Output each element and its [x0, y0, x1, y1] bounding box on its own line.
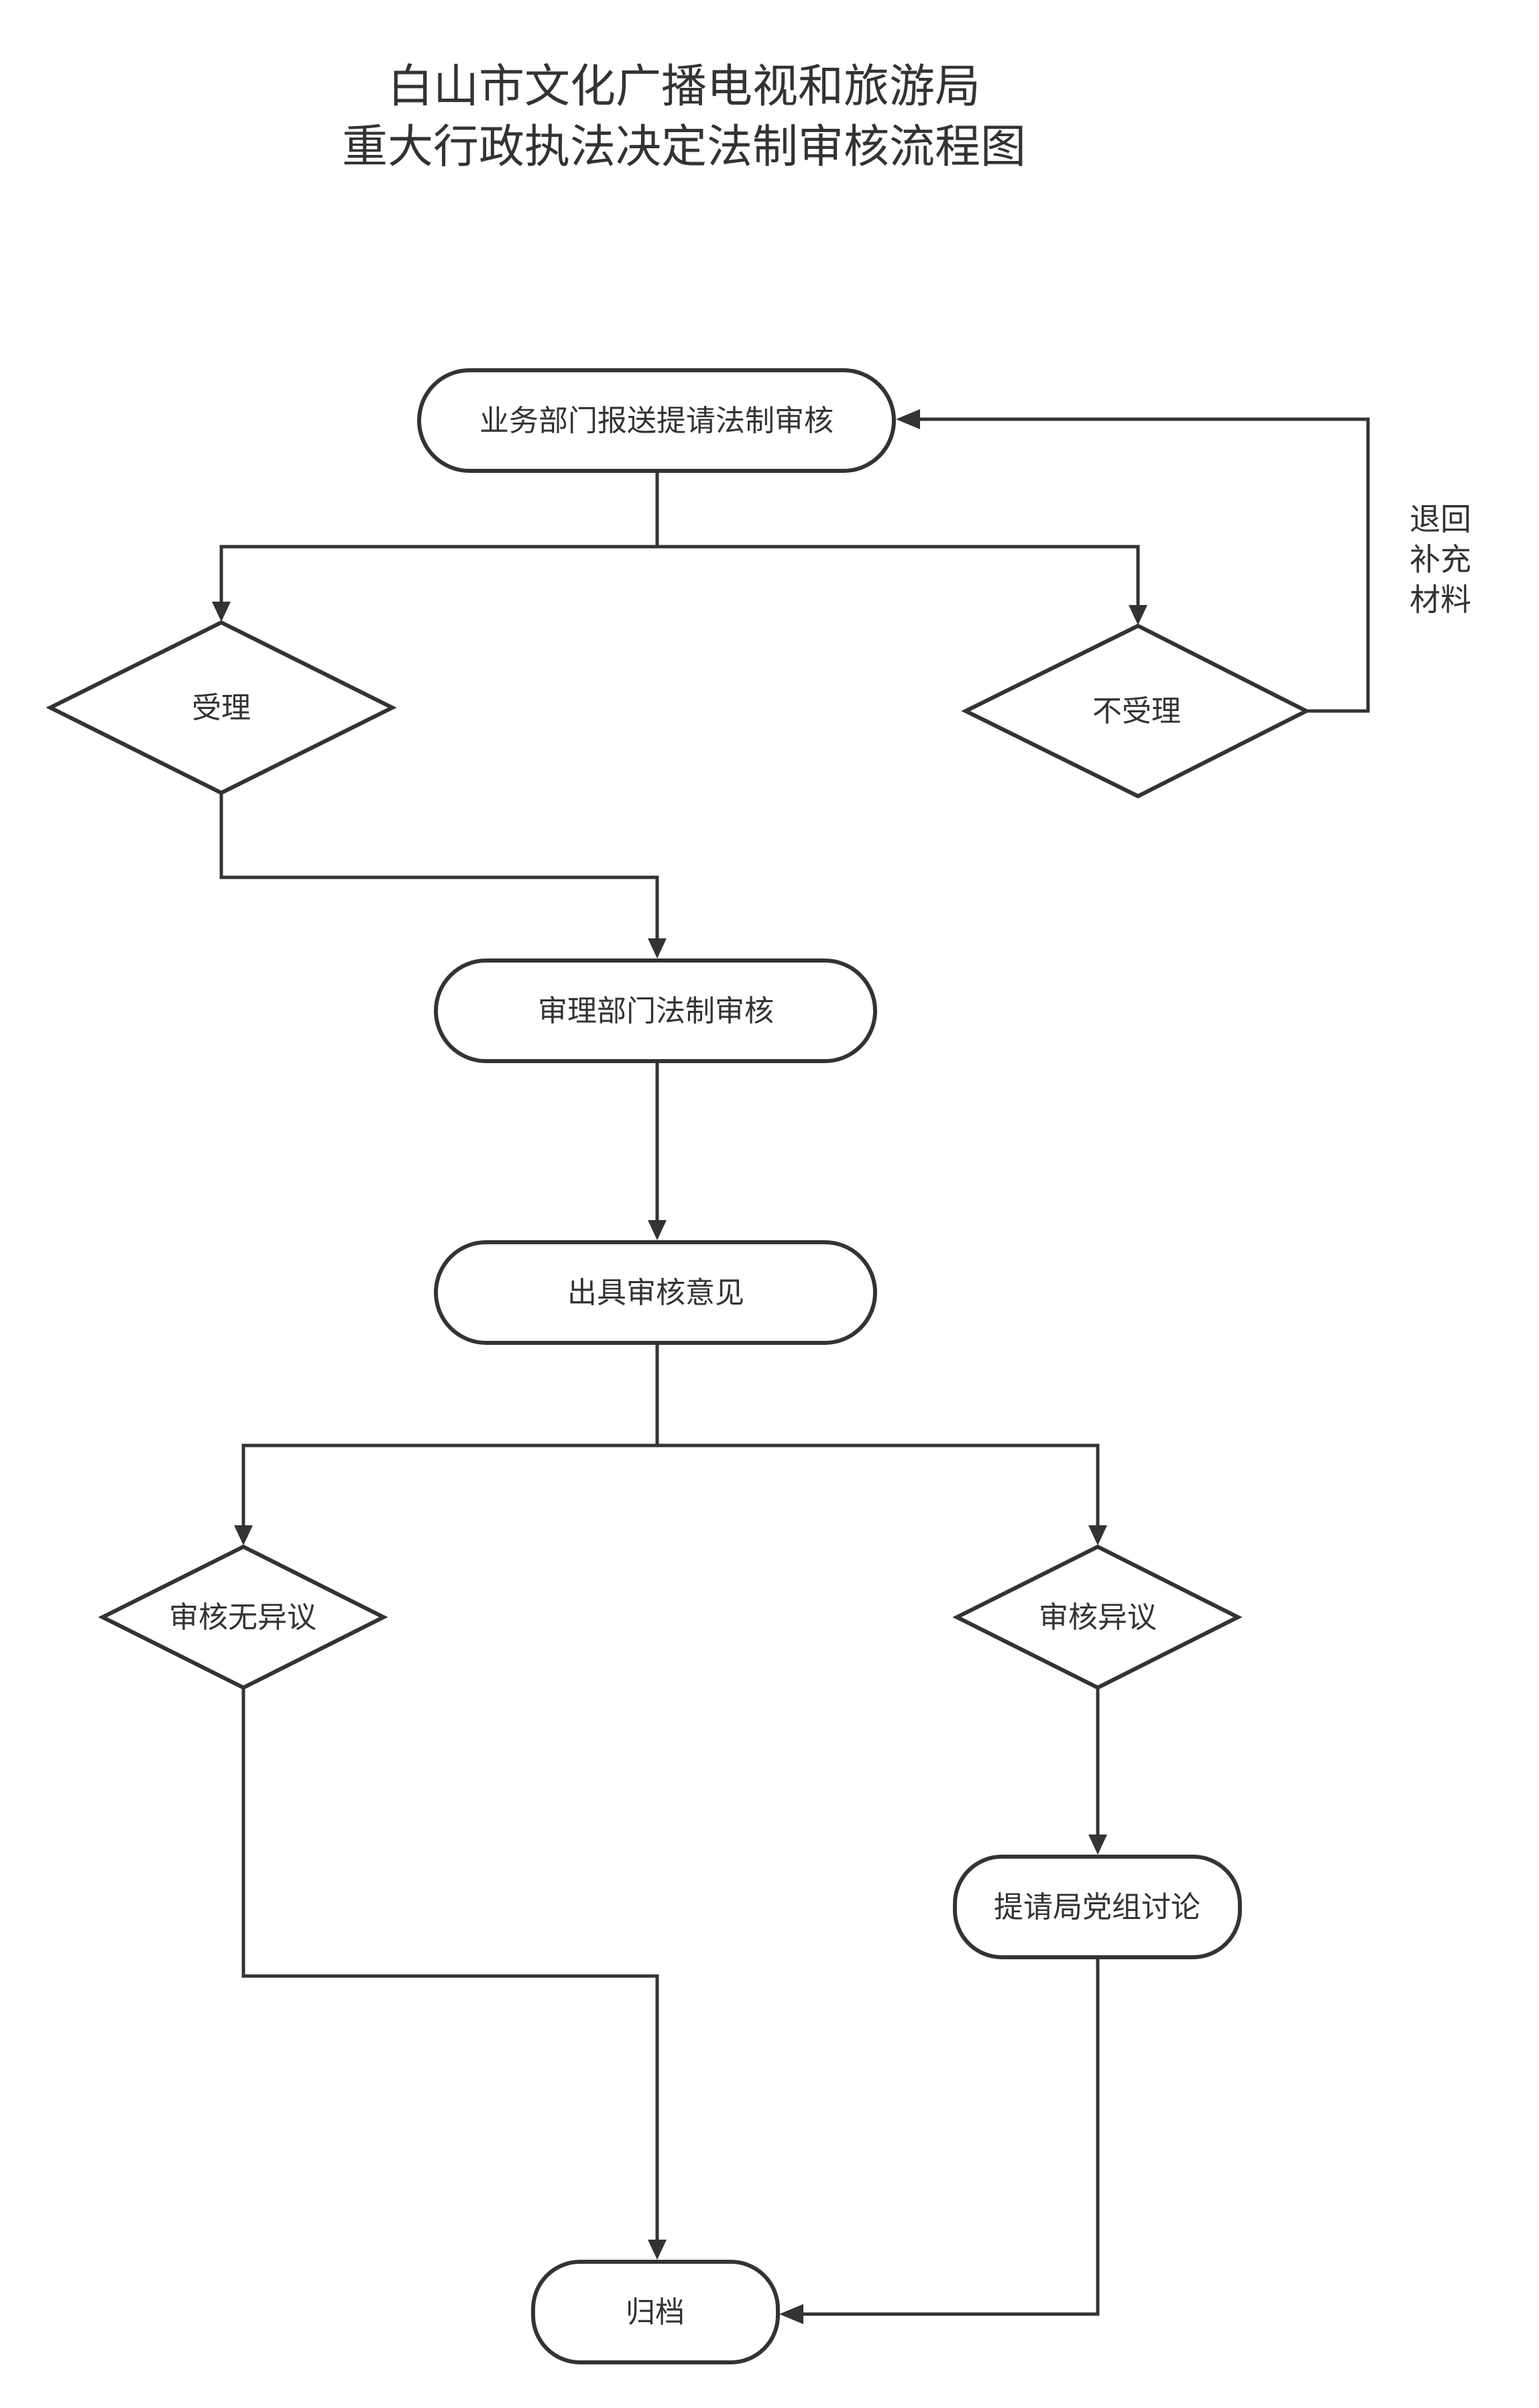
node-reject-shape — [961, 623, 1311, 799]
return-note-line-1: 退回 — [1410, 501, 1471, 537]
node-objection-shape — [952, 1544, 1243, 1690]
node-opinion-shape — [434, 1240, 877, 1345]
arrowhead-archive-right — [779, 2304, 803, 2324]
arrowhead-review — [648, 938, 667, 959]
node-no-objection-label: 审核无异议 — [169, 1600, 317, 1635]
return-note-line-2: 补充 — [1410, 541, 1471, 578]
connector-to-accept — [219, 545, 657, 606]
node-objection: 审核异议 — [952, 1544, 1243, 1690]
node-opinion-label: 出具审核意见 — [567, 1276, 744, 1310]
connector-discuss-archive — [801, 1959, 1100, 2316]
return-note-line-3: 材料 — [1410, 582, 1471, 618]
node-discuss-shape — [953, 1855, 1242, 1959]
node-discuss: 提请局党组讨论 — [953, 1855, 1242, 1959]
arrowhead-opinion — [648, 1220, 667, 1240]
arrowhead-archive-top — [648, 2240, 667, 2260]
connector-to-objection — [657, 1443, 1100, 1529]
arrowhead-accept — [212, 602, 231, 622]
node-submit-label: 业务部门报送提请法制审核 — [479, 404, 834, 438]
node-accept: 受理 — [46, 620, 397, 796]
node-review-shape — [434, 959, 877, 1063]
node-reject-label: 不受理 — [1092, 694, 1181, 728]
node-discuss-label: 提请局党组讨论 — [994, 1890, 1200, 1924]
node-no-objection-shape — [98, 1544, 388, 1690]
connectors — [212, 409, 1370, 2324]
node-submit-shape — [417, 368, 896, 473]
arrowhead-objection — [1088, 1525, 1107, 1545]
node-accept-label: 受理 — [192, 691, 251, 725]
connector-no-objection-archive — [241, 1688, 659, 2244]
node-review: 审理部门法制审核 — [434, 959, 877, 1063]
node-reject: 不受理 — [961, 623, 1311, 799]
node-accept-shape — [46, 620, 397, 796]
connector-accept-review — [219, 793, 659, 942]
arrowhead-return — [896, 409, 920, 429]
title-line-2: 重大行政执法决定法制审核流程图 — [342, 121, 1026, 174]
arrowhead-discuss — [1088, 1835, 1107, 1855]
node-no-objection: 审核无异议 — [98, 1544, 388, 1690]
connector-to-no-objection — [241, 1443, 657, 1529]
title-line-1: 白山市文化广播电视和旅游局 — [388, 60, 980, 113]
node-archive-shape — [531, 2260, 780, 2364]
node-archive-label: 归档 — [626, 2295, 685, 2330]
connector-to-reject — [657, 545, 1140, 609]
node-objection-label: 审核异议 — [1039, 1600, 1157, 1635]
node-archive: 归档 — [531, 2260, 780, 2364]
connector-return-to-submit — [917, 417, 1370, 713]
arrowhead-no-objection — [234, 1525, 253, 1545]
node-opinion: 出具审核意见 — [434, 1240, 877, 1345]
arrowhead-reject — [1129, 605, 1147, 625]
node-submit: 业务部门报送提请法制审核 — [417, 368, 896, 473]
node-review-label: 审理部门法制审核 — [538, 994, 774, 1028]
